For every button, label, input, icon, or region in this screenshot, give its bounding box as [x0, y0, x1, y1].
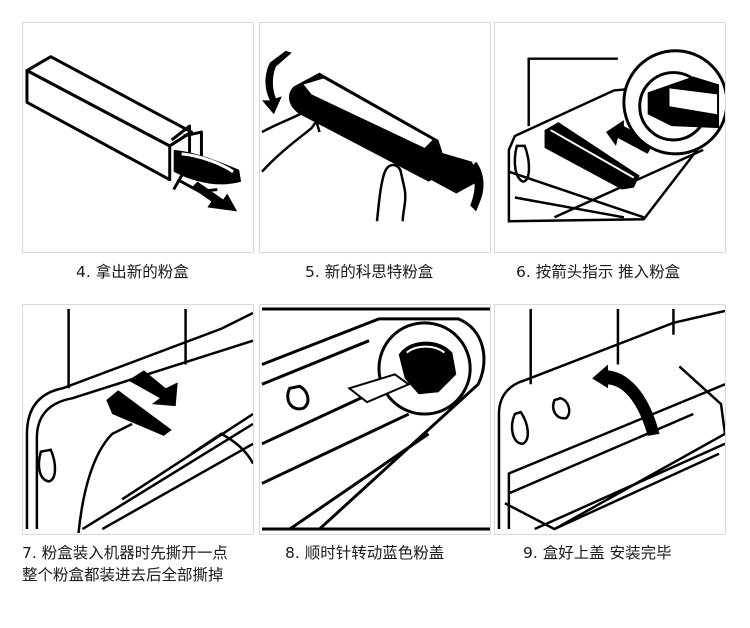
step-9-illustration	[494, 304, 726, 535]
step-7-caption: 7. 粉盒装入机器时先撕开一点 整个粉盒都装进去后全部撕掉	[22, 542, 228, 586]
step-4-caption: 4. 拿出新的粉盒	[76, 263, 189, 281]
step-7-caption-line-1: 7. 粉盒装入机器时先撕开一点	[22, 544, 228, 562]
step-8-illustration	[259, 304, 491, 535]
step-5-illustration	[259, 22, 491, 253]
close-cover-drawing	[497, 308, 725, 531]
cartridge-box-drawing	[25, 55, 242, 212]
step-5-caption: 5. 新的科思特粉盒	[305, 263, 434, 281]
step-6-caption: 6. 按箭头指示 推入粉盒	[516, 263, 681, 281]
step-9-caption: 9. 盒好上盖 安装完毕	[523, 544, 672, 562]
shake-cartridge-drawing	[261, 50, 484, 222]
step-7-illustration	[22, 304, 254, 535]
pull-seal-drawing	[25, 308, 253, 534]
step-8-caption: 8. 顺时针转动蓝色粉盖	[285, 544, 445, 562]
rotate-cap-drawing	[261, 307, 490, 531]
step-7-caption-line-2: 整个粉盒都装进去后全部撕掉	[22, 566, 224, 584]
step-4-illustration	[22, 22, 254, 253]
step-6-illustration	[494, 22, 726, 253]
push-cartridge-drawing	[507, 49, 725, 223]
